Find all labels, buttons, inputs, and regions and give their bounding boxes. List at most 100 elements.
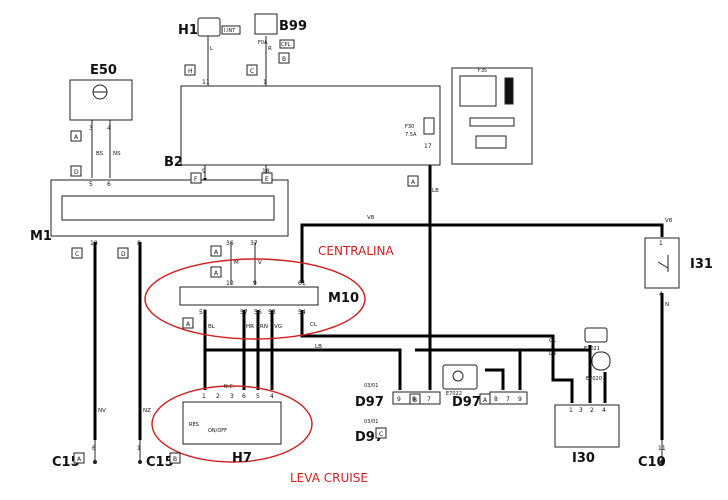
svg-text:NS: NS xyxy=(113,151,121,157)
h1-tag: I.INT xyxy=(224,28,236,34)
svg-text:RN: RN xyxy=(260,324,268,330)
svg-text:A: A xyxy=(411,179,416,186)
svg-text:A: A xyxy=(74,134,79,141)
svg-text:53: 53 xyxy=(268,309,276,316)
label-h1: H1 xyxy=(178,23,198,38)
label-i30: I30 xyxy=(572,451,595,466)
svg-text:5: 5 xyxy=(89,181,93,188)
svg-text:4: 4 xyxy=(107,125,111,132)
fuse-box-code: F35 xyxy=(478,68,487,74)
svg-text:NZ: NZ xyxy=(143,408,151,414)
leva-cruise-caption: LEVA CRUISE xyxy=(290,471,368,485)
fuse-f30 xyxy=(423,117,435,135)
m1-inner xyxy=(61,195,275,221)
fuse-rating: 7.5A xyxy=(405,132,417,138)
centralina-ring xyxy=(144,258,366,340)
svg-text:A: A xyxy=(483,397,488,404)
svg-text:NV: NV xyxy=(98,408,106,414)
svg-text:4: 4 xyxy=(270,393,274,400)
label-d97-a: D97 xyxy=(452,395,481,410)
i30-switch xyxy=(554,404,620,448)
e7022-indicator xyxy=(442,364,478,390)
label-c10: C10 xyxy=(638,455,666,470)
components xyxy=(50,13,680,448)
wire-colour-labels: BS NS V8 V8 LB M V BL HR RN VG CL CL LB … xyxy=(96,46,673,414)
b2-relay-slot xyxy=(504,77,514,105)
centralina-caption: CENTRALINA xyxy=(318,244,395,258)
fuse-grid xyxy=(459,75,497,107)
svg-text:9: 9 xyxy=(202,168,206,175)
b2-fusebox xyxy=(180,85,441,166)
e7020-code: E7020 xyxy=(586,376,602,382)
m10-module xyxy=(179,286,319,306)
wire-runs xyxy=(93,161,664,440)
svg-text:2: 2 xyxy=(216,393,220,400)
svg-text:V: V xyxy=(258,260,262,266)
svg-text:4: 4 xyxy=(602,407,606,414)
label-h7: H7 xyxy=(232,451,252,466)
label-b99: B99 xyxy=(279,19,307,34)
svg-text:A: A xyxy=(186,321,191,328)
svg-text:B: B xyxy=(282,56,286,63)
svg-text:7: 7 xyxy=(506,396,510,403)
e7020-lamp xyxy=(591,351,611,371)
svg-text:10: 10 xyxy=(226,280,234,287)
svg-text:3: 3 xyxy=(579,407,583,414)
svg-text:D: D xyxy=(121,251,126,258)
svg-text:HR: HR xyxy=(246,324,254,330)
svg-text:A: A xyxy=(214,270,219,277)
svg-text:VG: VG xyxy=(274,324,282,330)
svg-text:CL: CL xyxy=(310,322,318,328)
svg-text:8: 8 xyxy=(137,240,141,247)
onoff-label: ON/OFF xyxy=(208,428,227,434)
label-d97-b: D97 xyxy=(355,395,384,410)
svg-text:BL: BL xyxy=(208,324,216,330)
d97-b-code: 03/01 xyxy=(364,383,378,389)
b99-fuse: F0A xyxy=(258,40,268,46)
svg-text:CL: CL xyxy=(549,338,557,344)
annotations: CENTRALINA LEVA CRUISE F30 7.5A I.INT CP… xyxy=(189,28,602,485)
svg-text:10: 10 xyxy=(90,240,98,247)
svg-text:56: 56 xyxy=(254,309,262,316)
svg-text:9: 9 xyxy=(253,280,257,287)
svg-text:B: B xyxy=(413,397,417,404)
label-b2: B2 xyxy=(164,155,183,170)
svg-text:1: 1 xyxy=(202,393,206,400)
svg-text:LB: LB xyxy=(549,351,556,357)
fuse-code: F30 xyxy=(405,124,414,130)
svg-text:8: 8 xyxy=(494,396,498,403)
svg-text:9: 9 xyxy=(518,396,522,403)
m1-slot xyxy=(469,117,515,127)
svg-text:7: 7 xyxy=(427,396,431,403)
b99-tag-box xyxy=(279,39,295,49)
svg-text:11: 11 xyxy=(658,445,666,452)
svg-text:1: 1 xyxy=(137,445,141,452)
label-e50: E50 xyxy=(90,63,117,78)
h1-tag-box xyxy=(221,25,241,35)
svg-text:B: B xyxy=(173,456,177,463)
svg-text:M: M xyxy=(234,260,239,266)
svg-text:BS: BS xyxy=(96,151,104,157)
h1-switch xyxy=(197,17,221,37)
svg-text:55: 55 xyxy=(199,309,207,316)
e7022-code: E7022 xyxy=(446,391,462,397)
label-m1: M1 xyxy=(30,229,52,244)
connector-tags: H C B A D F A C D A A A B A C A B E xyxy=(70,52,491,464)
svg-text:5: 5 xyxy=(256,393,260,400)
svg-text:H: H xyxy=(188,68,193,75)
svg-text:18: 18 xyxy=(262,168,270,175)
e2021-code: E2021 xyxy=(584,346,600,352)
svg-text:3: 3 xyxy=(89,125,93,132)
b99-tag: CPL xyxy=(281,42,291,48)
svg-text:36: 36 xyxy=(226,240,234,247)
svg-text:37: 37 xyxy=(250,240,258,247)
d97-c-code: 03/01 xyxy=(364,419,378,425)
svg-text:R: R xyxy=(268,46,272,52)
leva-cruise-ring xyxy=(151,385,313,463)
i31-switch xyxy=(644,237,680,289)
ground-symbols xyxy=(93,440,664,464)
e2021-lamp xyxy=(584,327,608,343)
svg-text:2: 2 xyxy=(590,407,594,414)
svg-text:6: 6 xyxy=(92,445,96,452)
